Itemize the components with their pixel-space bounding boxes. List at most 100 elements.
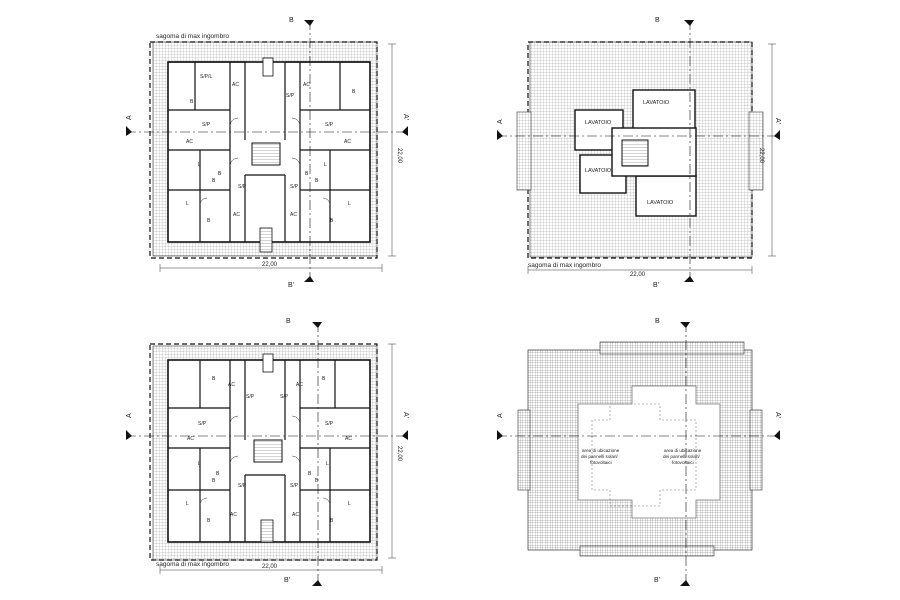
- solar-note-line: dei pannelli solari/: [581, 454, 618, 459]
- max-outline: [149, 41, 378, 259]
- top-shaft: [262, 57, 274, 77]
- stair-core: [253, 439, 283, 463]
- room-label: B: [315, 178, 319, 184]
- dim-horizontal: 22,00: [262, 262, 278, 268]
- solar-note-right: area di ubicazione dei pannelli solari/ …: [663, 448, 702, 465]
- max-outline: [149, 343, 378, 561]
- room-label: B: [212, 178, 216, 184]
- dim-vertical: 22,00: [396, 446, 402, 462]
- section-label-bottom: B': [284, 577, 290, 584]
- room-label: B: [330, 518, 334, 524]
- room-label: L: [198, 461, 201, 467]
- outline-label: sagoma di max ingombro: [528, 262, 601, 269]
- room-label: B: [216, 471, 220, 477]
- dim-horizontal: 22,00: [262, 564, 278, 570]
- room-label: L: [186, 201, 189, 207]
- dim-line-horizontal: [527, 266, 753, 274]
- plan-roof-laundry: LAVATOIO LAVATOIO LAVATOIO LAVATOIO B B'…: [497, 17, 781, 289]
- solar-note-line: dei pannelli solari/: [663, 454, 700, 459]
- room-label: LAVATOIO: [647, 200, 674, 206]
- dim-line-horizontal: [159, 566, 383, 574]
- section-label-bottom: B': [654, 577, 660, 584]
- room-label: B: [212, 376, 216, 382]
- room-label: S/P/L: [200, 74, 212, 80]
- room-label: L: [348, 201, 351, 207]
- room-label: L: [198, 162, 201, 168]
- solar-note-line: area di ubicazione: [582, 448, 620, 453]
- room-label: AC: [186, 139, 193, 145]
- room-label: S/P: [202, 122, 211, 128]
- room-label: L: [326, 461, 329, 467]
- room-label: S/P: [238, 184, 247, 190]
- room-label: AC: [290, 212, 297, 218]
- room-label: L: [324, 162, 327, 168]
- entrance-stair: [260, 519, 274, 543]
- dim-vertical: 22,00: [396, 148, 402, 164]
- room-label: AC: [296, 382, 303, 388]
- room-label: B: [190, 99, 194, 105]
- room-label: AC: [303, 82, 310, 88]
- room-labels: AC S/P AC S/P S/P AC S/P AC L B L B L B …: [186, 376, 352, 524]
- room-label: L: [348, 501, 351, 507]
- section-label-right: A': [402, 412, 409, 418]
- section-label-top: B: [286, 318, 291, 325]
- room-label: S/P: [238, 483, 247, 489]
- section-label-left: A: [126, 413, 133, 418]
- side-wing-left: [516, 111, 532, 191]
- laundry-labels: LAVATOIO LAVATOIO LAVATOIO LAVATOIO: [585, 100, 674, 206]
- room-label: AC: [230, 512, 237, 518]
- room-label: S/P: [280, 394, 289, 400]
- side-wing-right: [749, 409, 763, 491]
- solar-note-left: area di ubicazione dei pannelli solari/ …: [581, 448, 620, 465]
- room-label: B: [305, 171, 309, 177]
- room-label: B: [212, 478, 216, 484]
- section-label-top: B: [655, 318, 660, 325]
- dim-line-vertical: [388, 43, 396, 257]
- section-label-top: B: [655, 17, 660, 24]
- solar-note-line: area di ubicazione: [664, 448, 702, 453]
- dim-line-horizontal: [159, 264, 383, 272]
- outline-label: sagoma di max ingombro: [156, 561, 229, 568]
- plan-typical-floor-2: AC S/P AC S/P S/P AC S/P AC L B L B L B …: [126, 318, 409, 586]
- side-wing-right: [748, 111, 764, 191]
- room-label: B: [330, 218, 334, 224]
- room-label: L: [186, 501, 189, 507]
- section-label-top: B: [289, 17, 294, 24]
- room-label: S/P: [198, 421, 207, 427]
- side-wing-left: [517, 409, 531, 491]
- room-label: B: [207, 218, 211, 224]
- room-label: AC: [345, 436, 352, 442]
- room-label: AC: [233, 212, 240, 218]
- stair-core: [251, 142, 281, 166]
- dim-line-vertical: [388, 343, 396, 559]
- solar-note-line: fotovoltaici: [672, 460, 694, 465]
- section-label-bottom: B': [288, 282, 294, 289]
- room-label: B: [218, 171, 222, 177]
- room-label: LAVATOIO: [585, 120, 612, 126]
- roof-top-band: [599, 341, 745, 355]
- entrance-stair: [259, 227, 273, 253]
- interior-walls: [168, 61, 370, 242]
- roof-bottom-band: [579, 545, 715, 557]
- section-label-right: A': [774, 118, 781, 124]
- solar-area-inner: [591, 403, 697, 507]
- room-label: S/P: [246, 394, 255, 400]
- dim-line-vertical: [768, 43, 776, 257]
- room-label: AC: [228, 382, 235, 388]
- room-label: S/P: [286, 93, 295, 99]
- section-label-left: A: [497, 413, 504, 418]
- room-label: S/P: [325, 122, 334, 128]
- room-label: B: [352, 89, 356, 95]
- room-label: AC: [344, 139, 351, 145]
- room-label: AC: [292, 512, 299, 518]
- stair-core: [621, 139, 649, 167]
- dim-horizontal: 22,00: [630, 272, 646, 278]
- outline-label: sagoma di max ingombro: [156, 33, 229, 40]
- plan-roof-solar: area di ubicazione dei pannelli solari/ …: [497, 318, 781, 586]
- room-label: B: [308, 471, 312, 477]
- door-swings: [199, 117, 331, 206]
- solar-area: [577, 385, 721, 519]
- room-label: S/P: [290, 483, 299, 489]
- room-label: LAVATOIO: [585, 168, 612, 174]
